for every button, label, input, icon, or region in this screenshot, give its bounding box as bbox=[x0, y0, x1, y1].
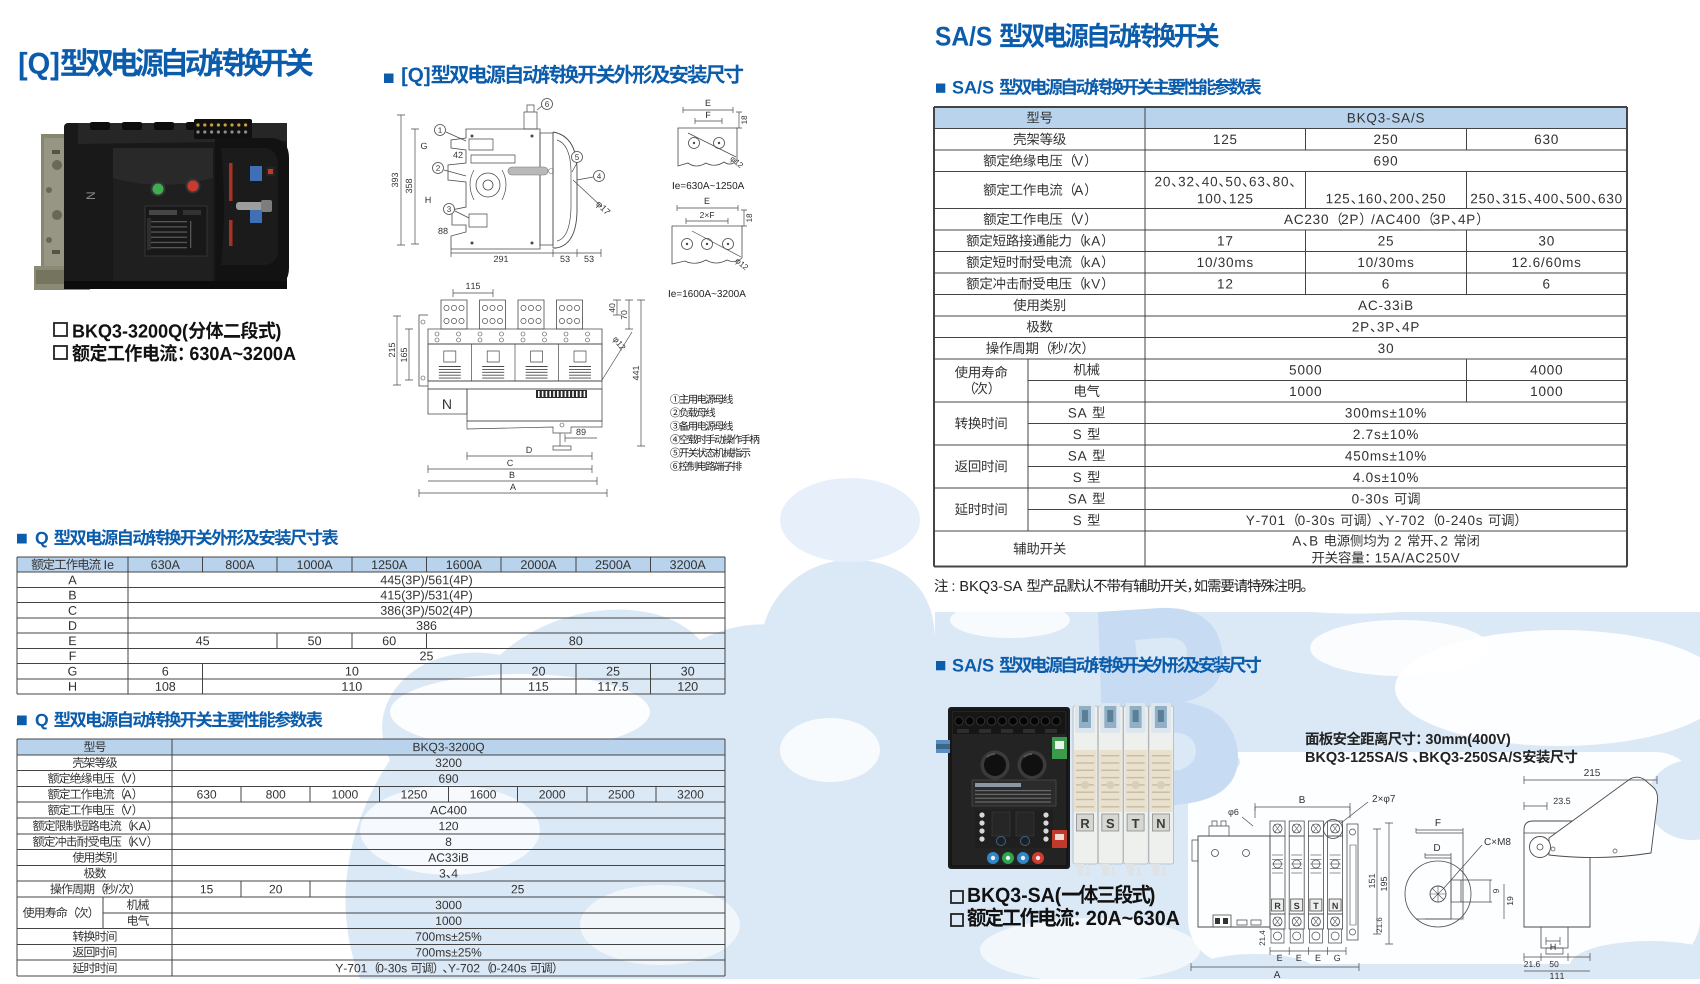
svg-text:N: N bbox=[84, 191, 98, 200]
